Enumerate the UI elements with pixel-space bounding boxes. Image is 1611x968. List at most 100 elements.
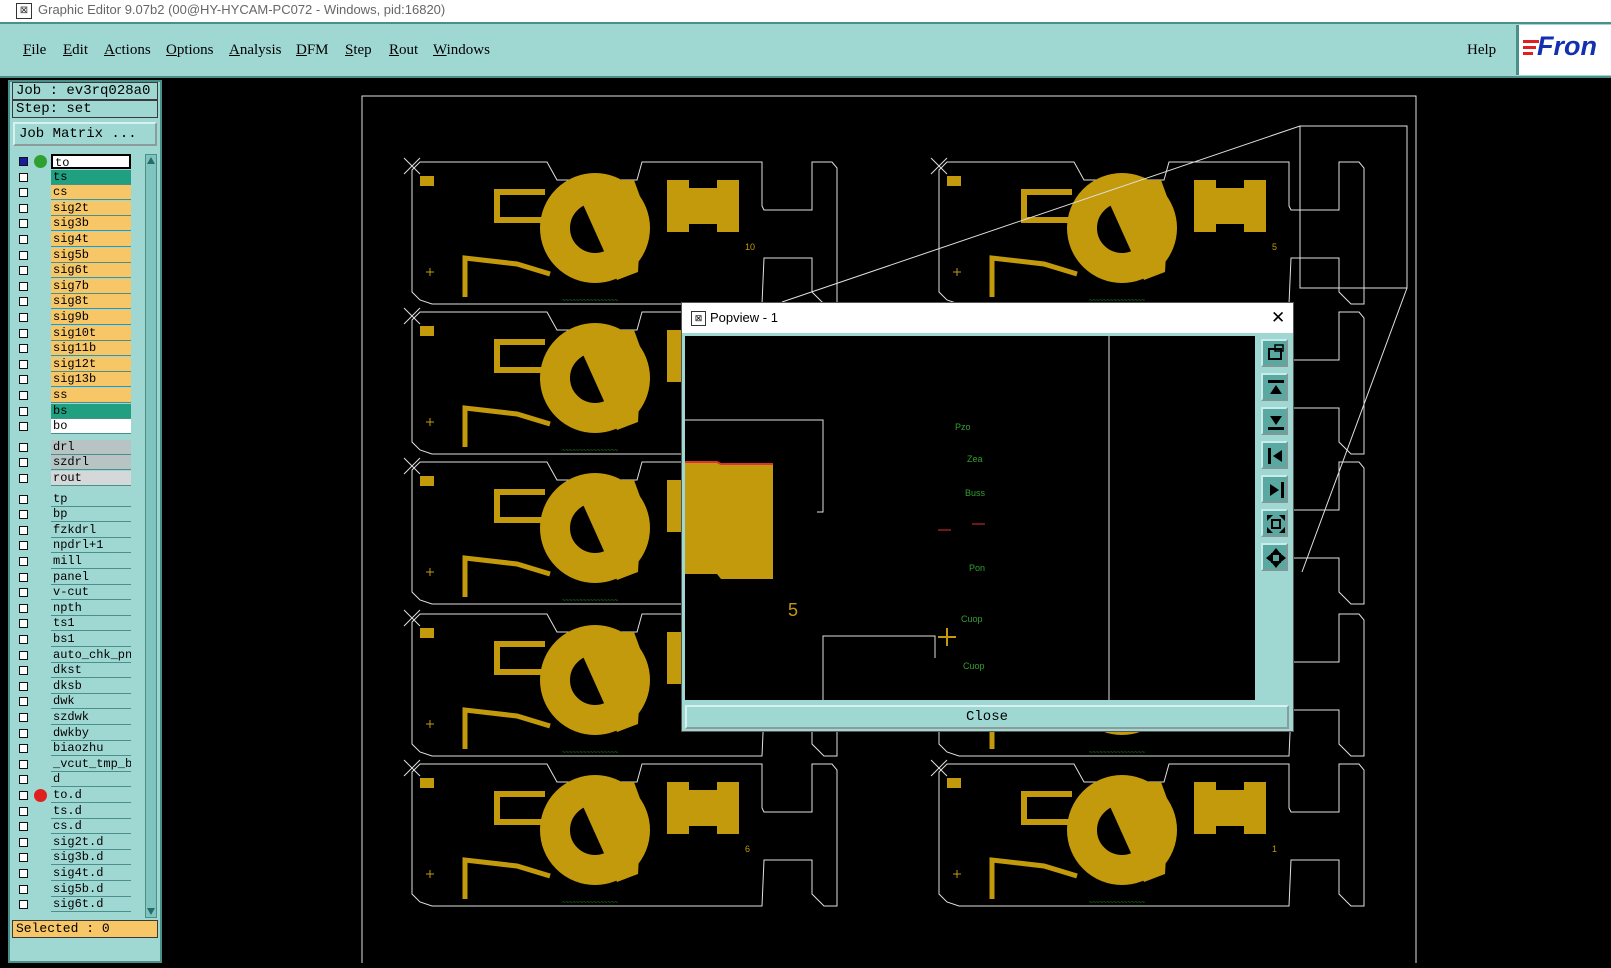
layer-name[interactable]: ts.d bbox=[51, 803, 131, 819]
menu-file[interactable]: File bbox=[23, 42, 47, 58]
layer-row[interactable]: bs1 bbox=[14, 632, 140, 647]
layer-row[interactable]: bs bbox=[14, 403, 140, 419]
layer-checkbox[interactable] bbox=[19, 666, 28, 676]
layer-row[interactable]: dksb bbox=[14, 678, 140, 694]
layer-checkbox[interactable] bbox=[19, 250, 28, 260]
layer-name[interactable]: sig4t.d bbox=[51, 866, 131, 881]
layer-name[interactable]: npdrl+1 bbox=[51, 538, 131, 554]
menu-actions[interactable]: Actions bbox=[104, 42, 151, 58]
layer-checkbox[interactable] bbox=[19, 806, 28, 816]
layer-row[interactable]: bo bbox=[14, 419, 140, 435]
layer-row[interactable]: sig9b bbox=[14, 310, 140, 325]
layer-name[interactable]: sig13b bbox=[51, 372, 131, 388]
layer-name[interactable]: ts bbox=[51, 169, 131, 185]
layer-row[interactable]: szdwk bbox=[14, 710, 140, 725]
menu-analysis[interactable]: Analysis bbox=[229, 42, 282, 58]
layer-checkbox[interactable] bbox=[19, 406, 28, 416]
job-matrix-button[interactable]: Job Matrix ... bbox=[13, 122, 157, 146]
layer-checkbox[interactable] bbox=[19, 525, 28, 535]
layer-checkbox[interactable] bbox=[19, 759, 28, 769]
zoom-in-icon[interactable] bbox=[1261, 509, 1288, 537]
layer-checkbox[interactable] bbox=[19, 422, 28, 432]
layer-row[interactable]: sig3b.d bbox=[14, 850, 140, 866]
layer-name[interactable]: sig10t bbox=[51, 325, 131, 341]
zoom-window-icon[interactable] bbox=[1261, 339, 1288, 367]
layer-name[interactable]: dwk bbox=[51, 694, 131, 710]
layer-row[interactable]: dwk bbox=[14, 694, 140, 710]
layer-checkbox[interactable] bbox=[19, 188, 28, 198]
layer-checkbox[interactable] bbox=[19, 203, 28, 213]
layer-row[interactable]: _vcut_tmp_ba bbox=[14, 756, 140, 772]
layer-checkbox[interactable] bbox=[19, 775, 28, 785]
layer-name[interactable]: sig3b bbox=[51, 216, 131, 232]
layer-row[interactable]: npth bbox=[14, 600, 140, 616]
layer-name[interactable]: sig4t bbox=[51, 232, 131, 247]
layer-row[interactable]: biaozhu bbox=[14, 741, 140, 757]
layer-row[interactable]: cs bbox=[14, 185, 140, 201]
layer-checkbox[interactable] bbox=[19, 541, 28, 551]
layer-checkbox[interactable] bbox=[19, 791, 28, 800]
layer-row[interactable]: panel bbox=[14, 569, 140, 585]
layer-name[interactable]: sig2t bbox=[51, 200, 131, 216]
layer-row[interactable]: ts.d bbox=[14, 803, 140, 819]
scroll-up-icon[interactable] bbox=[147, 157, 155, 164]
layer-row[interactable]: ss bbox=[14, 388, 140, 403]
layer-checkbox[interactable] bbox=[19, 458, 28, 468]
layer-row[interactable]: sig4t.d bbox=[14, 866, 140, 881]
layer-row[interactable]: cs.d bbox=[14, 819, 140, 835]
layer-name[interactable]: ss bbox=[51, 388, 131, 403]
menu-step[interactable]: Step bbox=[345, 42, 372, 58]
layer-checkbox[interactable] bbox=[19, 391, 28, 400]
layer-name[interactable]: dksb bbox=[51, 678, 131, 694]
layer-name[interactable]: dwkby bbox=[51, 725, 131, 741]
layer-row[interactable]: sig7b bbox=[14, 278, 140, 294]
layer-checkbox[interactable] bbox=[19, 588, 28, 598]
layer-row[interactable]: sig2t.d bbox=[14, 834, 140, 850]
layer-name[interactable]: cs bbox=[51, 185, 131, 201]
zoom-home-icon[interactable] bbox=[1261, 543, 1288, 571]
layer-name[interactable]: auto_chk_pni bbox=[51, 647, 131, 663]
popview-close-icon[interactable]: ✕ bbox=[1271, 308, 1286, 327]
layer-row[interactable]: szdrl bbox=[14, 455, 140, 471]
layer-name[interactable]: sig6t bbox=[51, 263, 131, 279]
layer-row[interactable]: sig11b bbox=[14, 341, 140, 357]
layer-row[interactable]: sig4t bbox=[14, 232, 140, 247]
layer-name[interactable]: d bbox=[51, 772, 131, 788]
layer-name[interactable]: sig8t bbox=[51, 294, 131, 310]
layer-name[interactable]: mill bbox=[51, 554, 131, 569]
layer-checkbox[interactable] bbox=[19, 728, 28, 738]
menu-help[interactable]: Help bbox=[1467, 42, 1497, 58]
layer-name[interactable]: sig6t.d bbox=[51, 897, 131, 913]
layer-checkbox[interactable] bbox=[19, 822, 28, 832]
layer-checkbox[interactable] bbox=[19, 219, 28, 229]
layer-checkbox[interactable] bbox=[19, 650, 28, 660]
layer-checkbox[interactable] bbox=[19, 494, 28, 504]
layer-name[interactable]: rout bbox=[51, 471, 131, 486]
layer-name[interactable]: sig11b bbox=[51, 341, 131, 357]
layer-row[interactable]: drl bbox=[14, 439, 140, 455]
layer-row[interactable]: sig3b bbox=[14, 216, 140, 232]
popview-close-button[interactable]: Close bbox=[685, 705, 1289, 729]
layer-checkbox[interactable] bbox=[19, 172, 28, 182]
layer-row[interactable]: fzkdrl bbox=[14, 522, 140, 538]
layer-checkbox[interactable] bbox=[19, 837, 28, 847]
layer-row[interactable]: bp bbox=[14, 507, 140, 523]
pan-left-icon[interactable] bbox=[1261, 441, 1288, 469]
layer-checkbox[interactable] bbox=[19, 681, 28, 691]
layer-name[interactable]: to bbox=[51, 154, 131, 169]
menu-options[interactable]: Options bbox=[166, 42, 214, 58]
layer-row[interactable]: sig13b bbox=[14, 372, 140, 388]
layer-row[interactable]: dkst bbox=[14, 663, 140, 679]
layer-checkbox[interactable] bbox=[19, 510, 28, 520]
layer-name[interactable]: v-cut bbox=[51, 585, 131, 601]
layer-row[interactable]: npdrl+1 bbox=[14, 538, 140, 554]
layer-checkbox[interactable] bbox=[19, 297, 28, 307]
layer-checkbox[interactable] bbox=[19, 900, 28, 910]
layer-row[interactable]: to bbox=[14, 154, 140, 169]
layer-checkbox[interactable] bbox=[19, 474, 28, 483]
layer-name[interactable]: sig12t bbox=[51, 356, 131, 372]
layer-name[interactable]: sig9b bbox=[51, 310, 131, 325]
layer-row[interactable]: mill bbox=[14, 554, 140, 569]
